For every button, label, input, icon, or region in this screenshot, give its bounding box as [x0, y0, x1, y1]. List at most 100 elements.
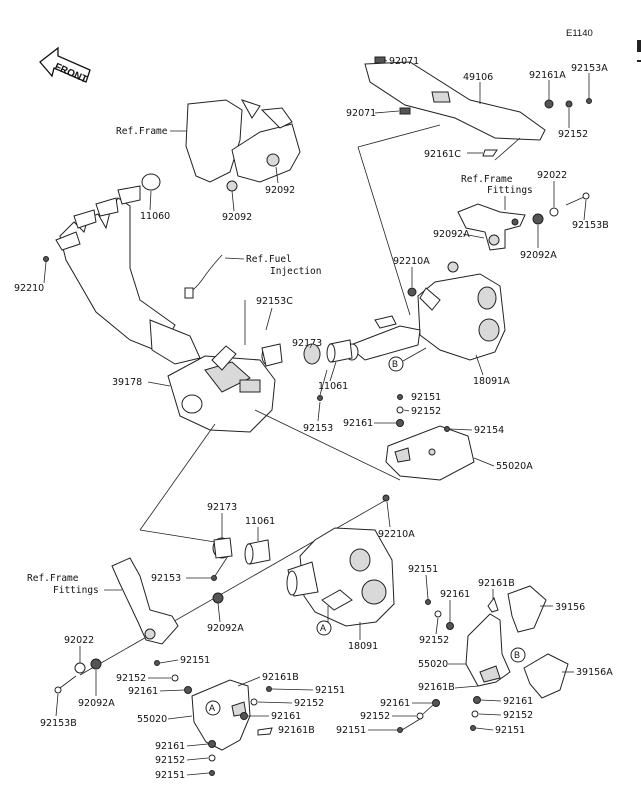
- label-92151-r2: 92151: [495, 725, 525, 736]
- nut-icon: [544, 99, 554, 109]
- heat-shield-cover: [364, 56, 546, 141]
- nut-icon-r2: [473, 696, 481, 704]
- label-92153c: 92153C: [256, 296, 293, 307]
- label-11061-bot: 11061: [245, 516, 275, 527]
- label-92152-bc: 92152: [294, 698, 324, 709]
- label-55020-right: 55020: [418, 659, 448, 670]
- grommet-icon: [447, 261, 459, 273]
- label-92153-mid: 92153: [303, 423, 333, 434]
- ref-frame-fittings-top-2: Fittings: [487, 185, 533, 196]
- bolt-icon: [586, 98, 592, 104]
- washer-icon-r1: [434, 610, 442, 618]
- nut-icon-2: [407, 287, 417, 297]
- clip-icon-r: [487, 596, 499, 613]
- label-39156: 39156: [555, 602, 585, 613]
- label-92153-bot: 92153: [151, 573, 181, 584]
- label-55020-left: 55020: [137, 714, 167, 725]
- callout-b-circle-2: [510, 647, 526, 663]
- label-92161b-bl1: 92161B: [262, 672, 299, 683]
- label-92092a-top2: 92092A: [520, 250, 557, 261]
- label-92151-bl2: 92151: [155, 770, 185, 781]
- label-92022-bot: 92022: [64, 635, 94, 646]
- label-39178: 39178: [112, 377, 142, 388]
- nut-icon-92161: [396, 419, 404, 427]
- damper-icon: [532, 213, 544, 225]
- label-55020a: 55020A: [496, 461, 533, 472]
- bolt-icon-92153-bot: [211, 575, 217, 581]
- heat-insulator-39156: [507, 585, 547, 633]
- label-92153b-bot: 92153B: [40, 718, 77, 729]
- label-18091: 18091: [348, 641, 378, 652]
- callout-a-left: A: [209, 703, 215, 713]
- nut-icon-bl1: [184, 686, 192, 694]
- label-92161-bl2: 92161: [155, 741, 185, 752]
- callout-b-circle: [388, 356, 404, 372]
- stud-icon: [43, 256, 49, 262]
- exhaust-header-pipes: [55, 185, 201, 365]
- damper-icon-bot: [212, 592, 224, 604]
- label-11061-top: 11061: [318, 381, 348, 392]
- gasket-ring-icon: [141, 173, 161, 191]
- bolt-icon-rl: [397, 727, 403, 733]
- label-92161b-r1: 92161B: [478, 578, 515, 589]
- label-92071-a: 92071: [389, 56, 419, 67]
- label-92161-bc: 92161: [271, 711, 301, 722]
- bolt-icon-r2: [470, 725, 476, 731]
- heat-insulator-39156a: [523, 653, 569, 699]
- label-92151-bc: 92151: [315, 685, 345, 696]
- washer-icon-bl2: [208, 754, 216, 762]
- heat-guard-55020-right: [465, 613, 511, 687]
- label-92161a: 92161A: [529, 70, 566, 81]
- bolt-icon-bl1: [154, 660, 160, 666]
- label-92152-bl2: 92152: [155, 755, 185, 766]
- nut-icon-bl2: [208, 740, 216, 748]
- ref-frame: Ref.Frame: [116, 126, 168, 137]
- callout-b-top: B: [392, 359, 398, 369]
- label-92161c: 92161C: [424, 149, 461, 160]
- nut-icon-bc: [240, 712, 248, 720]
- label-92154: 92154: [474, 425, 504, 436]
- label-92153b-top: 92153B: [572, 220, 609, 231]
- clamp-top: [261, 343, 283, 367]
- label-92161-bl1: 92161: [128, 686, 158, 697]
- bolt-head-icon-bot: [54, 686, 62, 694]
- label-92173-bot: 92173: [207, 502, 237, 513]
- clamp-bottom: [212, 537, 233, 559]
- bolt-icon-mid: [317, 395, 323, 401]
- clamp-ring-top: [303, 343, 321, 365]
- washer-icon-92152: [396, 406, 404, 414]
- label-92152-mid: 92152: [411, 406, 441, 417]
- washer-icon-bc: [250, 698, 258, 706]
- oxygen-sensor: [184, 254, 223, 299]
- label-39156a: 39156A: [576, 667, 613, 678]
- heat-guard-55020a: [385, 425, 475, 481]
- bolt-icon-bl2: [209, 770, 215, 776]
- washer-icon: [565, 100, 573, 108]
- label-92210a-top: 92210A: [393, 256, 430, 267]
- damper-icon-bot2: [90, 658, 102, 670]
- label-92161-mid: 92161: [343, 418, 373, 429]
- label-92022-top: 92022: [537, 170, 567, 181]
- collar-icon: [549, 207, 559, 217]
- frame-part: [185, 99, 301, 192]
- label-92152-r1: 92152: [419, 635, 449, 646]
- nut-icon-r1: [446, 622, 454, 630]
- label-92151-bl1: 92151: [180, 655, 210, 666]
- label-92161b-bl2: 92161B: [278, 725, 315, 736]
- label-92210a-bot: 92210A: [378, 529, 415, 540]
- bolt-icon-92151: [397, 394, 403, 400]
- label-92210: 92210: [14, 283, 44, 294]
- collar-icon-bot: [74, 662, 86, 674]
- ref-frame-fittings-top-1: Ref.Frame: [461, 174, 513, 185]
- label-92151-mid: 92151: [411, 392, 441, 403]
- pre-chamber: [167, 345, 276, 433]
- frame-fitting-bracket-bottom: [111, 557, 179, 645]
- bolt-icon-bc: [266, 686, 272, 692]
- callout-a-circle-2: [205, 700, 221, 716]
- ref-fuel-1: Ref.Fuel: [246, 254, 292, 265]
- nut-icon-92210a-bot: [382, 494, 390, 502]
- bolt-head-icon: [582, 192, 590, 200]
- label-92092a-bot2: 92092A: [78, 698, 115, 709]
- diagram-code: E1140: [566, 28, 593, 39]
